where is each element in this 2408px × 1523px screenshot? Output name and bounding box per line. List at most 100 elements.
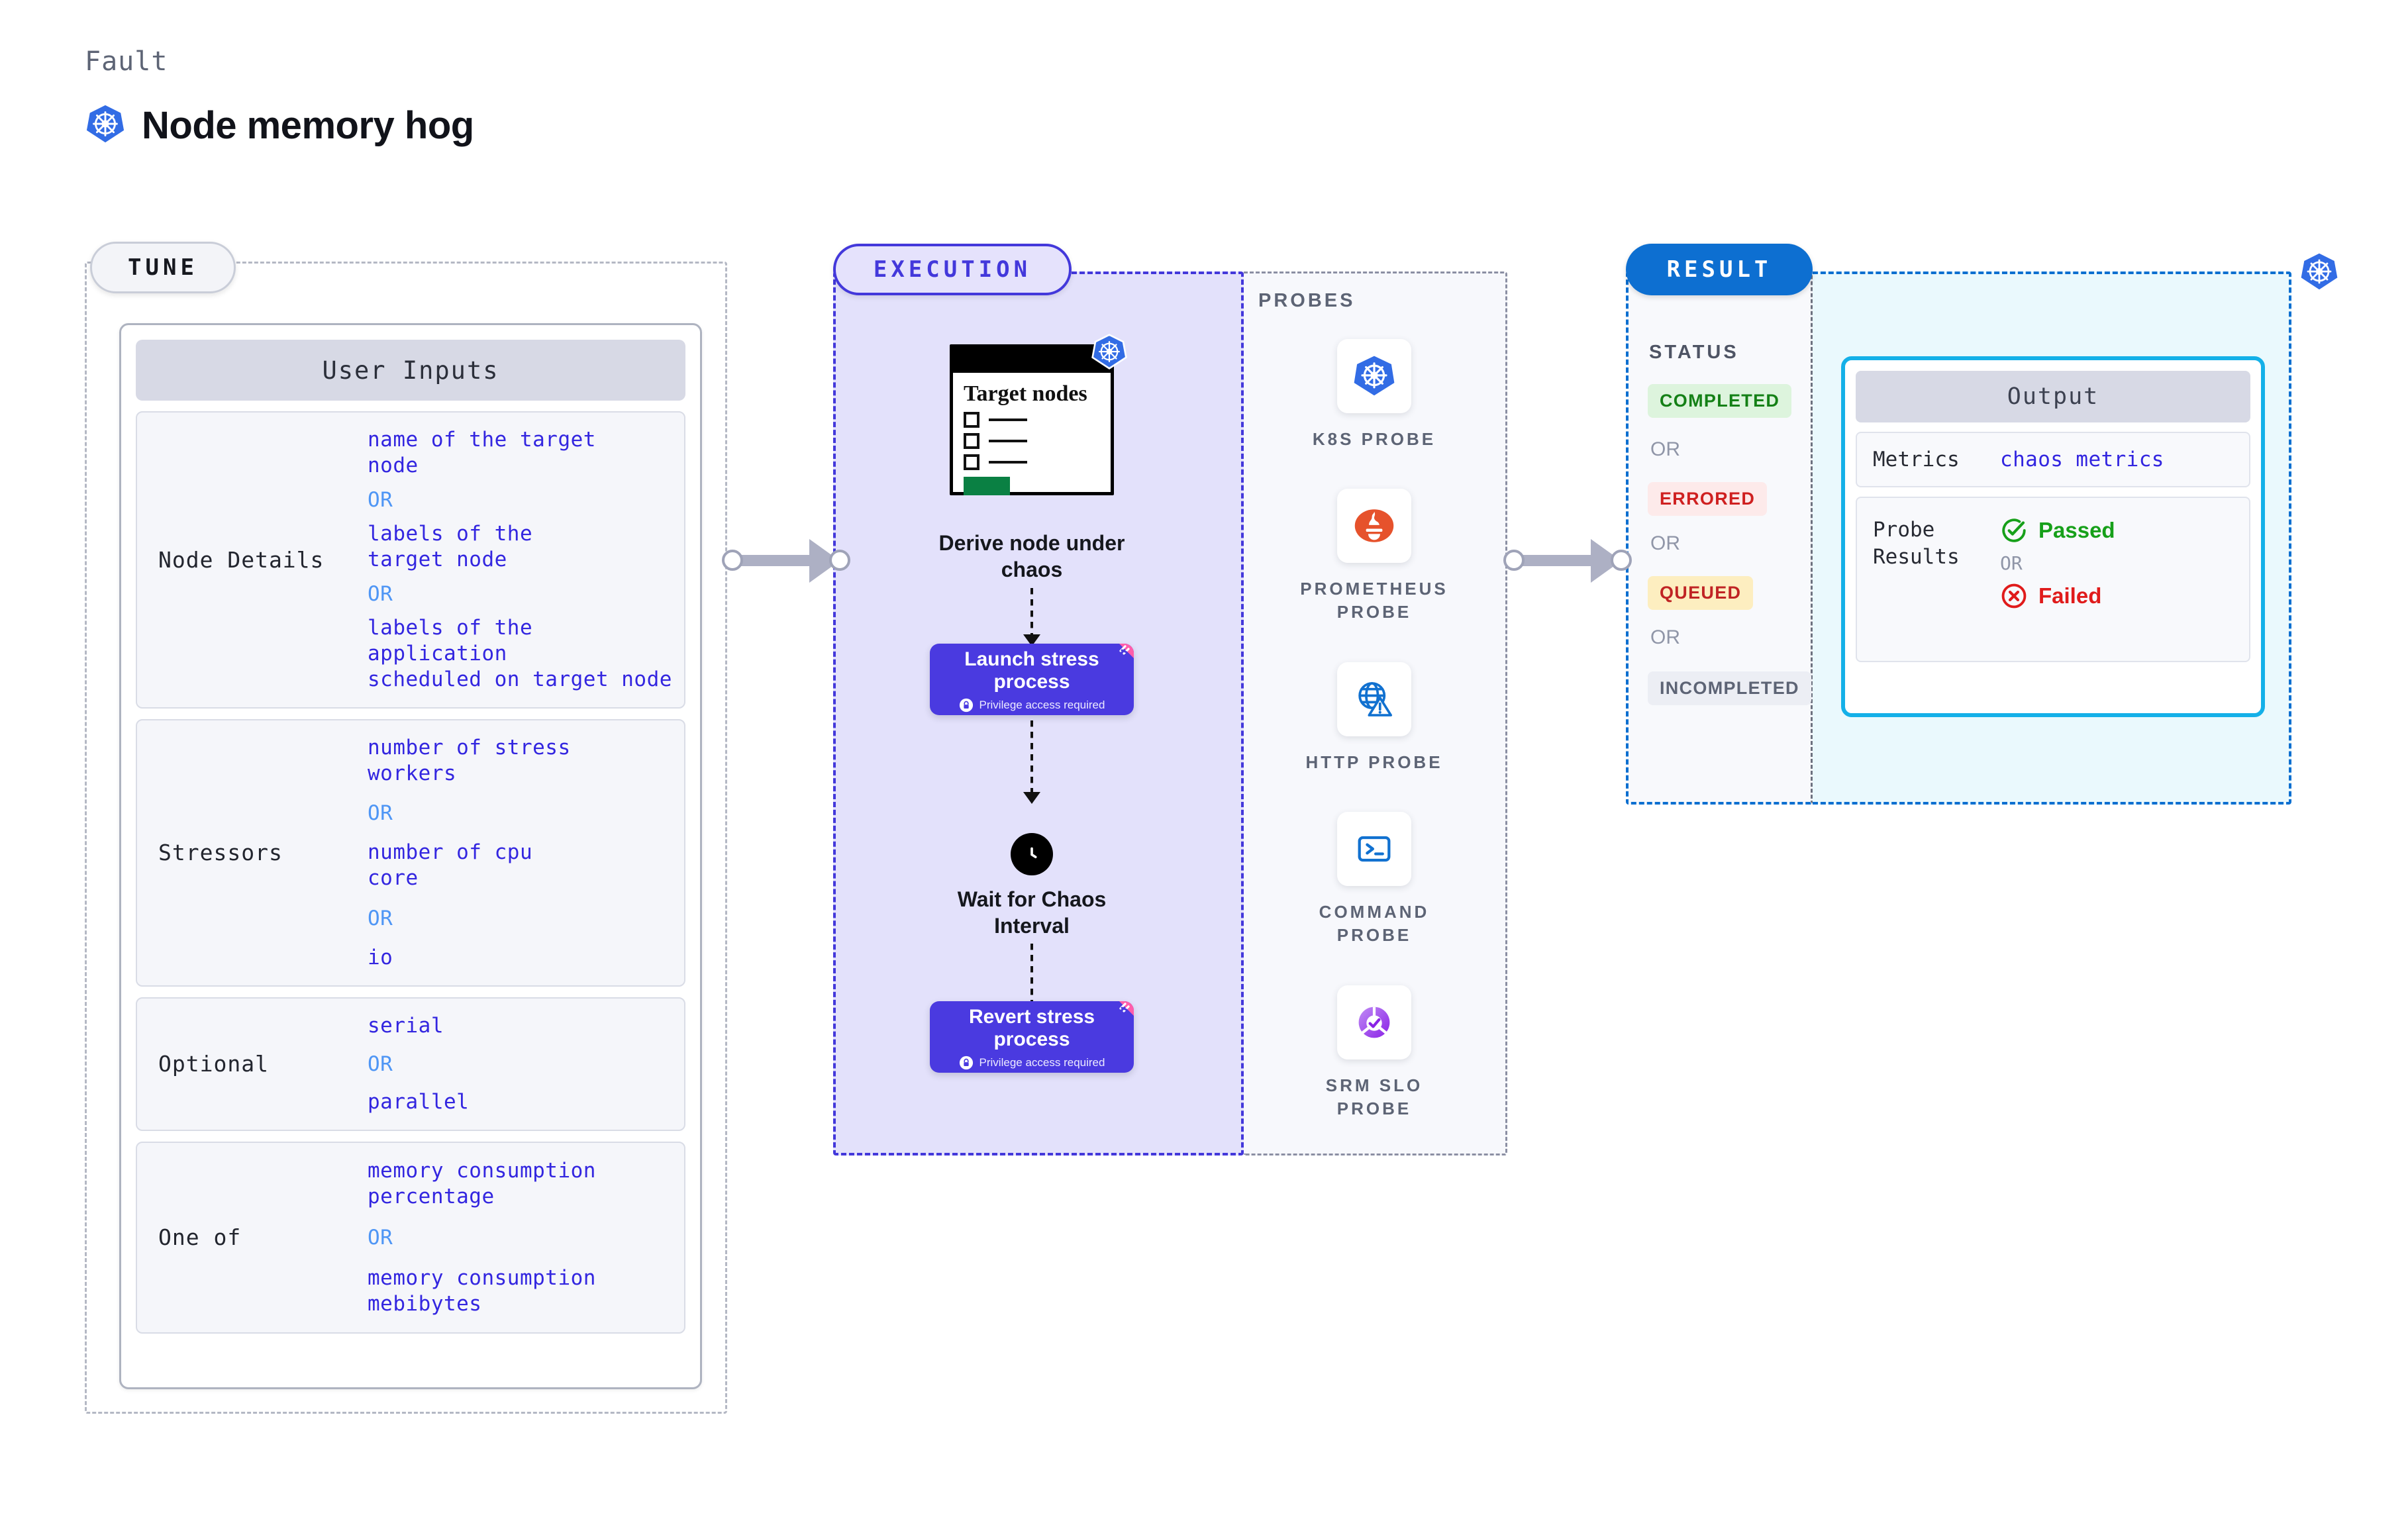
slo-donut-check-icon [1337,985,1411,1059]
card-titlebar [953,348,1111,373]
probe-result-label: Passed [2038,518,2115,543]
probe-prometheus[interactable]: PROMETHEUS PROBE [1285,489,1464,624]
connector-start-dot [1503,550,1525,571]
output-row-label: Probe Results [1873,518,1960,569]
connector-start-dot [722,550,743,571]
probe-label: SRM SLO PROBE [1325,1075,1423,1119]
step-caption-derive-node: Derive node under chaos [938,531,1125,581]
checkbox-icon [964,454,979,470]
probe-command[interactable]: COMMAND PROBE [1285,812,1464,947]
probe-label: COMMAND PROBE [1319,902,1430,946]
checkbox-row [964,454,1100,470]
result-pill-label: RESULT [1626,244,1813,295]
input-group-label: Node Details [158,547,325,573]
output-row-label: Metrics [1873,448,1960,471]
probe-result-passed: Passed [2000,516,2115,544]
or-separator: OR [368,801,393,826]
target-nodes-card: Target nodes [950,334,1127,495]
or-separator: OR [1650,532,1680,554]
step-title: Launch stress process [964,648,1099,693]
kubernetes-icon [85,103,126,148]
status-badge-incompleted: INCOMPLETED [1648,671,1811,705]
input-group-label: Stressors [158,840,283,866]
input-group-label: Optional [158,1051,269,1077]
probe-k8s[interactable]: K8S PROBE [1285,339,1464,451]
connector-end-dot [829,550,850,571]
input-group-label: One of [158,1224,242,1251]
kubernetes-icon [2298,250,2340,296]
input-value: serial [368,1013,444,1038]
checkbox-icon [964,411,979,428]
connector-tune-to-execution [722,539,854,583]
target-nodes-title: Target nodes [964,381,1087,406]
step-subtitle: Privilege access required [979,1056,1105,1069]
clock-icon [1011,833,1053,875]
globe-warning-icon [1337,662,1411,736]
input-value: number of stress workers [368,736,571,786]
output-title: Output [1856,371,2250,422]
input-value: memory consumption percentage [368,1158,596,1208]
step-subtitle: Privilege access required [979,698,1105,711]
or-separator: OR [1650,626,1680,648]
line-placeholder [989,460,1027,464]
check-circle-icon [2000,516,2028,544]
status-badge-queued: QUEUED [1648,576,1754,610]
probe-label: HTTP PROBE [1305,752,1443,772]
execution-pill-label: EXECUTION [833,244,1072,295]
or-separator: OR [2000,552,2023,575]
tune-panel [85,262,727,1414]
or-separator: OR [368,488,393,513]
line-placeholder [989,418,1027,421]
kubernetes-icon [1337,339,1411,413]
lock-icon [959,698,974,712]
page-header: Fault Node memory hog [85,46,474,148]
green-bar [964,476,1010,495]
input-group-optional: Optional serial OR parallel [136,997,685,1131]
step-caption-wait-chaos: Wait for Chaos Interval [957,887,1107,938]
output-row-metrics: Metrics chaos metrics [1856,432,2250,488]
input-value: parallel [368,1089,470,1114]
output-card: Output Metrics chaos metrics Probe Resul… [1841,356,2265,717]
harness-logo-icon [1103,644,1134,676]
prometheus-icon [1337,489,1411,563]
line-placeholder [989,439,1027,442]
input-value: number of cpu core [368,840,533,891]
fault-title-row: Node memory hog [85,103,474,148]
checkbox-row [964,411,1100,428]
or-separator: OR [368,1225,393,1250]
page-title: Node memory hog [142,104,474,147]
input-value: memory consumption mebibytes [368,1265,596,1316]
terminal-icon [1337,812,1411,886]
input-value: io [368,945,393,969]
status-badge-completed: COMPLETED [1648,384,1792,418]
step-title: Revert stress process [968,1005,1095,1051]
probe-srm-slo[interactable]: SRM SLO PROBE [1285,985,1464,1120]
flow-arrow [1023,588,1040,646]
input-group-stressors: Stressors number of stress workers OR nu… [136,719,685,987]
output-row-probe-results: Probe Results Passed OR [1856,497,2250,663]
probe-label: K8S PROBE [1312,429,1436,449]
harness-logo-icon [1103,1001,1134,1034]
result-status-panel [1626,271,1813,805]
lock-icon [959,1056,974,1070]
checkbox-icon [964,432,979,449]
checkbox-row [964,432,1100,449]
or-separator: OR [368,906,393,930]
input-value: labels of the application scheduled on t… [368,616,672,692]
or-separator: OR [368,582,393,607]
connector-end-dot [1611,550,1632,571]
probe-label: PROMETHEUS PROBE [1300,579,1448,622]
or-separator: OR [1650,438,1680,460]
probe-result-label: Failed [2038,583,2102,609]
fault-kicker: Fault [85,46,168,77]
connector-execution-to-result [1503,539,1636,583]
step-launch-stress-process[interactable]: Launch stress process Privilege access r… [930,644,1134,715]
step-revert-stress-process[interactable]: Revert stress process Privilege access r… [930,1001,1134,1073]
user-inputs-title: User Inputs [136,340,685,401]
input-group-node-details: Node Details name of the target node OR … [136,411,685,709]
probe-http[interactable]: HTTP PROBE [1285,662,1464,774]
probe-result-failed: Failed [2000,582,2115,610]
flow-arrow [1023,720,1040,804]
user-inputs-card: User Inputs Node Details name of the tar… [119,323,702,1389]
status-badge-errored: ERRORED [1648,482,1768,516]
